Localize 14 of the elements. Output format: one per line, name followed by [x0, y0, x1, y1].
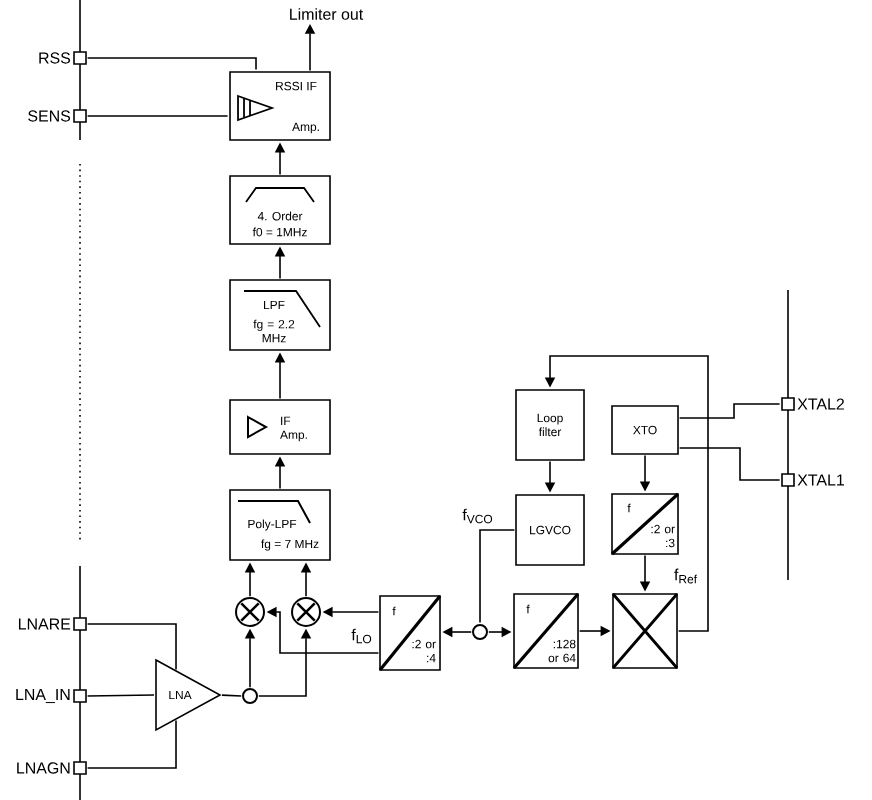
junction-dot: [472, 624, 488, 640]
connector: [86, 57, 257, 71]
phase-detector-box: [611, 592, 679, 670]
connector: [678, 447, 781, 481]
junction-dot: [242, 688, 258, 704]
connector: [221, 694, 242, 697]
mixer-symbol: [291, 597, 321, 627]
connector: [86, 623, 177, 671]
mixer-symbol: [235, 597, 265, 627]
connector: [86, 115, 229, 117]
connector: [479, 529, 516, 624]
connector: [86, 719, 177, 769]
connector: [86, 694, 155, 697]
connector: [678, 403, 781, 419]
